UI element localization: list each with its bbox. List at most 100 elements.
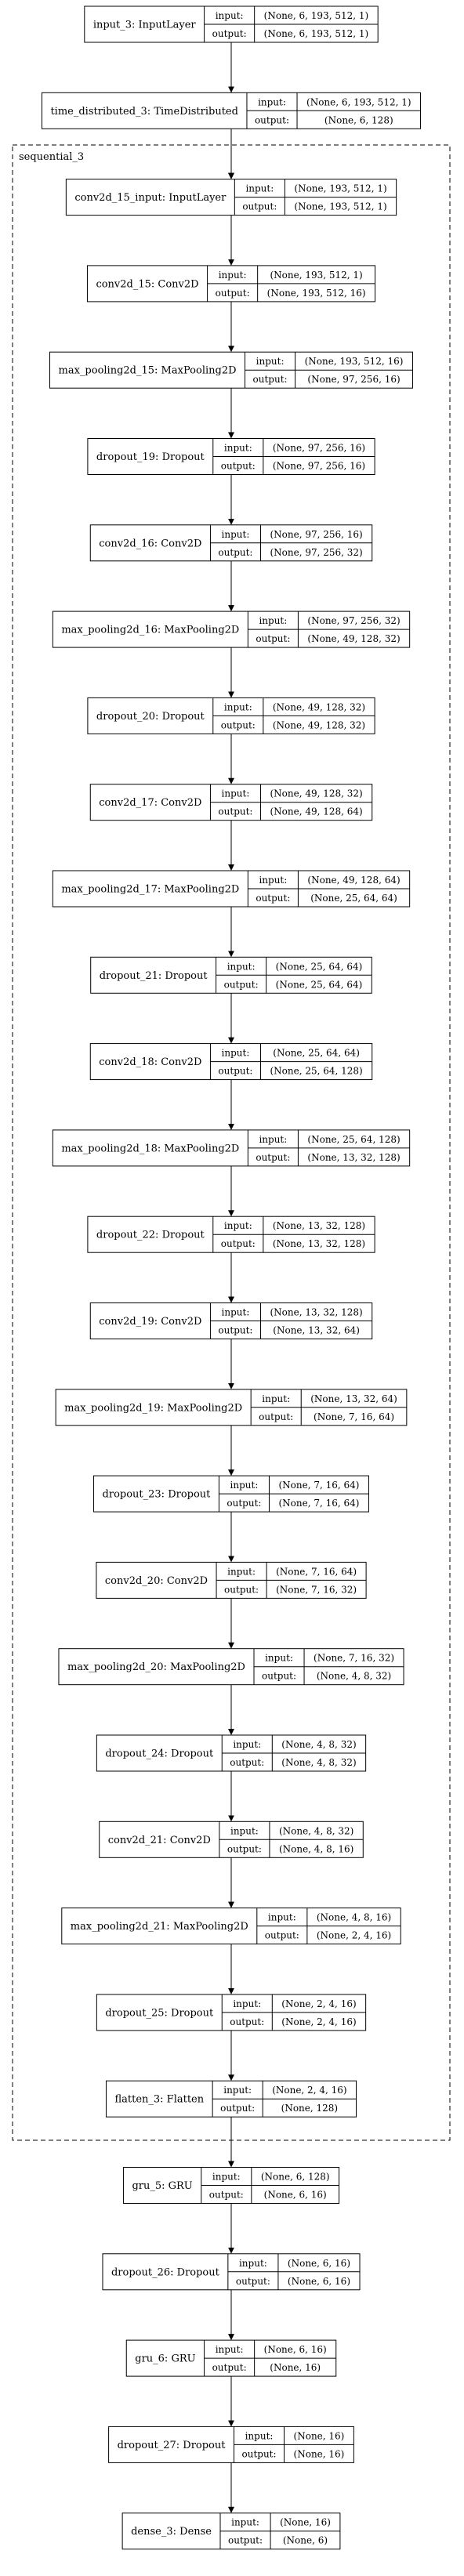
layer-name: max_pooling2d_17: MaxPooling2D [61, 884, 239, 896]
layer-name: dropout_19: Dropout [96, 451, 205, 463]
output-shape: (None, 7, 16, 32) [276, 1584, 357, 1595]
output-shape: (None, 4, 8, 16) [279, 1843, 353, 1854]
input-shape: (None, 25, 64, 128) [307, 1134, 400, 1145]
input-shape: (None, 49, 128, 64) [307, 875, 400, 886]
layer-name: conv2d_20: Conv2D [105, 1575, 208, 1587]
layer-node: conv2d_15_input: InputLayerinput:output:… [65, 179, 397, 216]
output-shape: (None, 16) [294, 2448, 345, 2459]
input-shape: (None, 4, 8, 16) [317, 1912, 391, 1923]
input-label: input: [239, 2258, 267, 2269]
layer-node: max_pooling2d_15: MaxPooling2Dinput:outp… [49, 351, 413, 389]
layer-node: max_pooling2d_21: MaxPooling2Dinput:outp… [61, 1908, 401, 1945]
input-shape: (None, 13, 32, 128) [273, 1220, 365, 1231]
output-shape: (None, 25, 64, 128) [270, 1066, 362, 1077]
output-shape: (None, 6, 16) [288, 2276, 350, 2287]
input-label: input: [231, 2517, 259, 2528]
output-label: output: [220, 2103, 255, 2114]
output-shape: (None, 2, 4, 16) [281, 2016, 356, 2027]
layer-name: max_pooling2d_20: MaxPooling2D [67, 1661, 245, 1673]
input-label: input: [256, 356, 285, 367]
layer-name: flatten_3: Flatten [114, 2094, 204, 2106]
input-shape: (None, 4, 8, 32) [279, 1825, 353, 1836]
output-shape: (None, 6, 193, 512, 1) [264, 28, 369, 39]
input-shape: (None, 7, 16, 64) [278, 1480, 359, 1491]
input-shape: (None, 16) [294, 2430, 345, 2441]
layer-name: max_pooling2d_16: MaxPooling2D [61, 625, 239, 636]
output-shape: (None, 7, 16, 64) [278, 1498, 359, 1509]
layer-name: input_3: InputLayer [93, 20, 197, 31]
output-shape: (None, 49, 128, 64) [270, 806, 362, 817]
input-label: input: [222, 788, 250, 799]
output-label: output: [259, 1411, 293, 1422]
output-shape: (None, 2, 4, 16) [317, 1930, 391, 1941]
layer-name: dropout_21: Dropout [100, 970, 208, 982]
output-shape: (None, 97, 256, 32) [270, 547, 362, 558]
output-label: output: [256, 1152, 290, 1163]
input-shape: (None, 97, 256, 32) [307, 615, 400, 626]
output-label: output: [218, 547, 252, 558]
layer-node: max_pooling2d_19: MaxPooling2Dinput:outp… [55, 1389, 408, 1426]
layer-name: conv2d_15: Conv2D [96, 278, 198, 290]
layer-name: time_distributed_3: TimeDistributed [50, 106, 238, 118]
input-label: input: [216, 2344, 244, 2355]
input-label: input: [227, 961, 256, 972]
layer-node: max_pooling2d_18: MaxPooling2Dinput:outp… [52, 1129, 411, 1167]
input-shape: (None, 13, 32, 64) [310, 1393, 397, 1404]
layer-name: conv2d_17: Conv2D [99, 797, 201, 809]
input-shape: (None, 25, 64, 64) [276, 961, 363, 972]
input-shape: (None, 97, 256, 16) [273, 443, 365, 454]
output-label: output: [221, 461, 256, 472]
input-label: input: [227, 1566, 256, 1577]
layer-name: dropout_27: Dropout [118, 2440, 227, 2451]
layer-node: max_pooling2d_16: MaxPooling2Dinput:outp… [52, 610, 411, 648]
input-shape: (None, 2, 4, 16) [272, 2085, 346, 2096]
output-shape: (None, 128) [281, 2103, 338, 2114]
output-shape: (None, 6) [283, 2535, 328, 2546]
output-label: output: [218, 1325, 252, 1336]
input-shape: (None, 97, 256, 16) [270, 529, 362, 540]
layer-name: dropout_22: Dropout [96, 1230, 205, 1241]
input-label: input: [245, 2430, 274, 2441]
output-label: output: [221, 719, 256, 730]
input-label: input: [259, 615, 287, 626]
output-label: output: [230, 1757, 264, 1768]
output-shape: (None, 97, 256, 16) [307, 374, 400, 385]
input-shape: (None, 25, 64, 64) [273, 1048, 360, 1059]
output-label: output: [262, 1671, 296, 1682]
output-label: output: [230, 2016, 264, 2027]
output-label: output: [265, 1930, 299, 1941]
input-shape: (None, 6, 16) [288, 2258, 350, 2269]
input-shape: (None, 6, 193, 512, 1) [306, 96, 411, 107]
output-shape: (None, 4, 8, 32) [317, 1671, 391, 1682]
input-shape: (None, 193, 512, 1) [294, 183, 386, 194]
input-label: input: [224, 1220, 252, 1231]
output-label: output: [227, 1498, 261, 1509]
input-label: input: [219, 270, 247, 281]
input-shape: (None, 193, 512, 16) [305, 356, 404, 367]
layer-name: dropout_26: Dropout [111, 2266, 220, 2278]
layer-name: dropout_24: Dropout [105, 1748, 214, 1760]
output-label: output: [212, 2362, 247, 2373]
input-label: input: [222, 1048, 250, 1059]
layer-node: time_distributed_3: TimeDistributedinput… [41, 92, 422, 129]
output-shape: (None, 13, 32, 128) [307, 1152, 400, 1163]
layer-name: max_pooling2d_15: MaxPooling2D [59, 365, 237, 377]
input-label: input: [262, 1393, 290, 1404]
input-label: input: [259, 1134, 287, 1145]
output-shape: (None, 97, 256, 16) [273, 461, 365, 472]
output-shape: (None, 16) [270, 2362, 321, 2373]
layer-node: max_pooling2d_17: MaxPooling2Dinput:outp… [52, 870, 411, 908]
